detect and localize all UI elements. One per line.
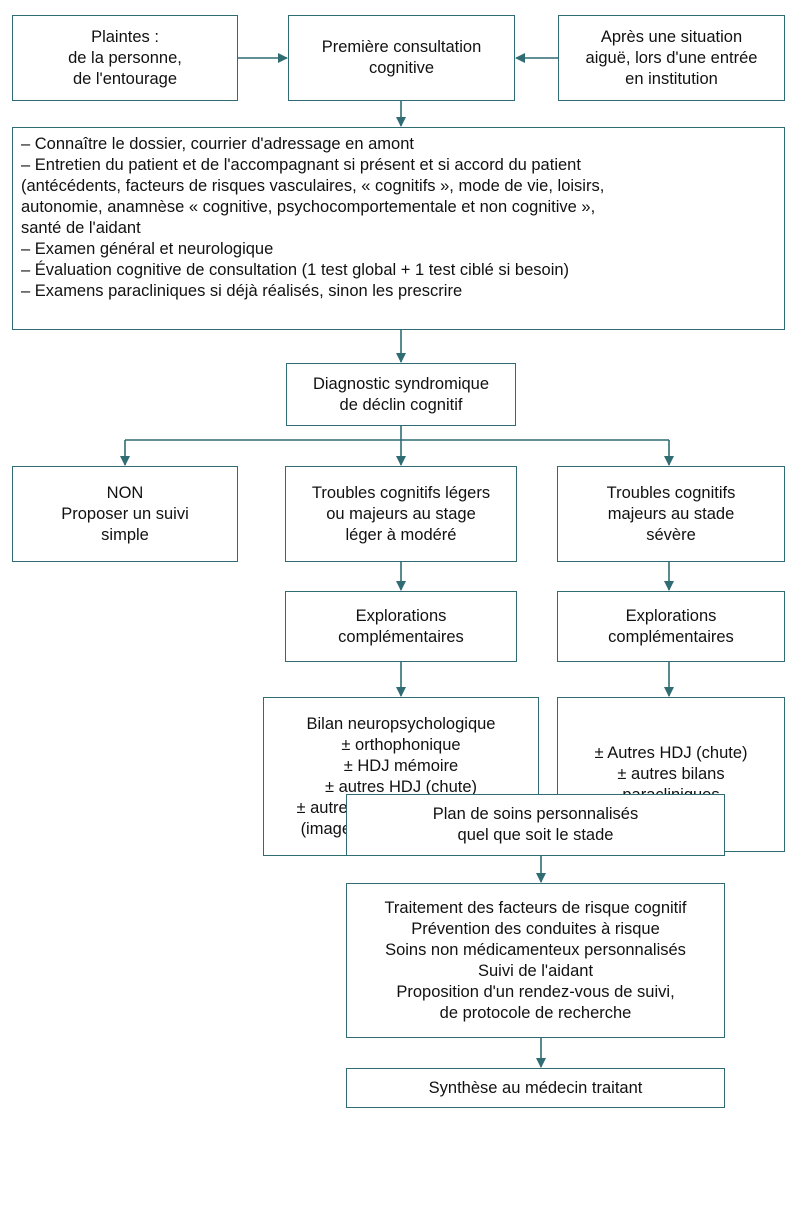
box-text-line: de l'entourage — [72, 69, 178, 88]
box-text-line: ± autres HDJ (chute) — [324, 777, 478, 796]
box-text-line: simple — [101, 525, 149, 544]
box-synthese: Synthèse au médecin traitant — [346, 1068, 725, 1108]
box-premiere-consultation: Première consultation cognitive — [288, 15, 515, 101]
box-text-line: de déclin cognitif — [339, 395, 463, 414]
box-text-line: léger à modéré — [345, 525, 457, 544]
box-text-line: Traitement des facteurs de risque cognit… — [384, 898, 687, 917]
box-text-line: Synthèse au médecin traitant — [428, 1078, 643, 1097]
box-apres-situation: Après une situation aiguë, lors d'une ent… — [558, 15, 785, 101]
box-text-line: ± autres bilans — [617, 765, 725, 783]
box-bilan-initial: – Connaître le dossier, courrier d'adres… — [12, 127, 785, 330]
box-text-line: de la personne, — [68, 48, 182, 67]
box-text-line: Plan de soins personnalisés — [432, 805, 639, 823]
box-text-line: Soins non médicamenteux personnalisés — [385, 940, 686, 959]
box-text-line: Explorations — [355, 606, 447, 625]
box-text-line: ou majeurs au stage — [326, 504, 476, 523]
box-text-line: complémentaires — [338, 627, 464, 646]
box-non: NON Proposer un suivi simple — [12, 466, 238, 562]
box-text-line: – Évaluation cognitive de consultation (… — [21, 261, 570, 279]
box-text-line: Troubles cognitifs — [606, 483, 736, 502]
box-text-line: Bilan neuropsychologique — [306, 714, 496, 733]
box-text-line: ± Autres HDJ (chute) — [594, 744, 748, 762]
box-explorations-2: Explorations complémentaires — [557, 591, 785, 662]
box-text-line: – Entretien du patient et de l'accompagn… — [21, 156, 581, 174]
box-text-line: cognitive — [368, 59, 435, 77]
box-text-line: sévère — [646, 525, 696, 544]
box-traitement: Traitement des facteurs de risque cognit… — [346, 883, 725, 1038]
box-text-line: en institution — [625, 69, 718, 88]
box-explorations-1: Explorations complémentaires — [285, 591, 517, 662]
box-text-line: Proposition d'un rendez-vous de suivi, — [396, 982, 675, 1001]
box-text-line: (antécédents, facteurs de risques vascul… — [21, 177, 605, 195]
box-troubles-severe: Troubles cognitifs majeurs au stade sévère — [557, 466, 785, 562]
box-text-line: – Examen général et neurologique — [21, 240, 274, 258]
box-text-line: aiguë, lors d'une entrée — [585, 48, 758, 67]
box-text-line: Diagnostic syndromique — [312, 374, 490, 393]
box-text-line: Après une situation — [600, 27, 743, 46]
box-text-line: majeurs au stade — [607, 504, 735, 523]
box-text-line: de protocole de recherche — [439, 1003, 632, 1022]
box-plaintes: Plaintes : de la personne, de l'entourage — [12, 15, 238, 101]
box-text-line: Explorations — [625, 606, 717, 625]
box-text-line: quel que soit le stade — [457, 826, 614, 844]
box-text-line: autonomie, anamnèse « cognitive, psychoc… — [21, 198, 596, 216]
box-text-line: – Examens paracliniques si déjà réalisés… — [21, 282, 463, 300]
box-diagnostic: Diagnostic syndromique de déclin cognitif — [286, 363, 516, 426]
box-text-line: Proposer un suivi — [61, 504, 189, 523]
box-troubles-legers: Troubles cognitifs légers ou majeurs au s… — [285, 466, 517, 562]
box-plan-de-soins: Plan de soins personnalisés quel que soit… — [346, 794, 725, 856]
box-text-line: Suivi de l'aidant — [477, 961, 594, 980]
box-text-line: santé de l'aidant — [21, 219, 141, 237]
box-text-line: complémentaires — [608, 627, 734, 646]
box-text-line: Plaintes : — [91, 27, 159, 46]
box-text-line: NON — [106, 483, 144, 502]
box-text-line: Première consultation — [321, 38, 482, 56]
box-text-line: Prévention des conduites à risque — [411, 919, 660, 938]
box-text-line: ± HDJ mémoire — [343, 756, 459, 775]
box-text-line: ± orthophonique — [341, 735, 461, 754]
box-text-line: Troubles cognitifs légers — [311, 483, 491, 502]
box-text-line: – Connaître le dossier, courrier d'adres… — [21, 135, 414, 153]
